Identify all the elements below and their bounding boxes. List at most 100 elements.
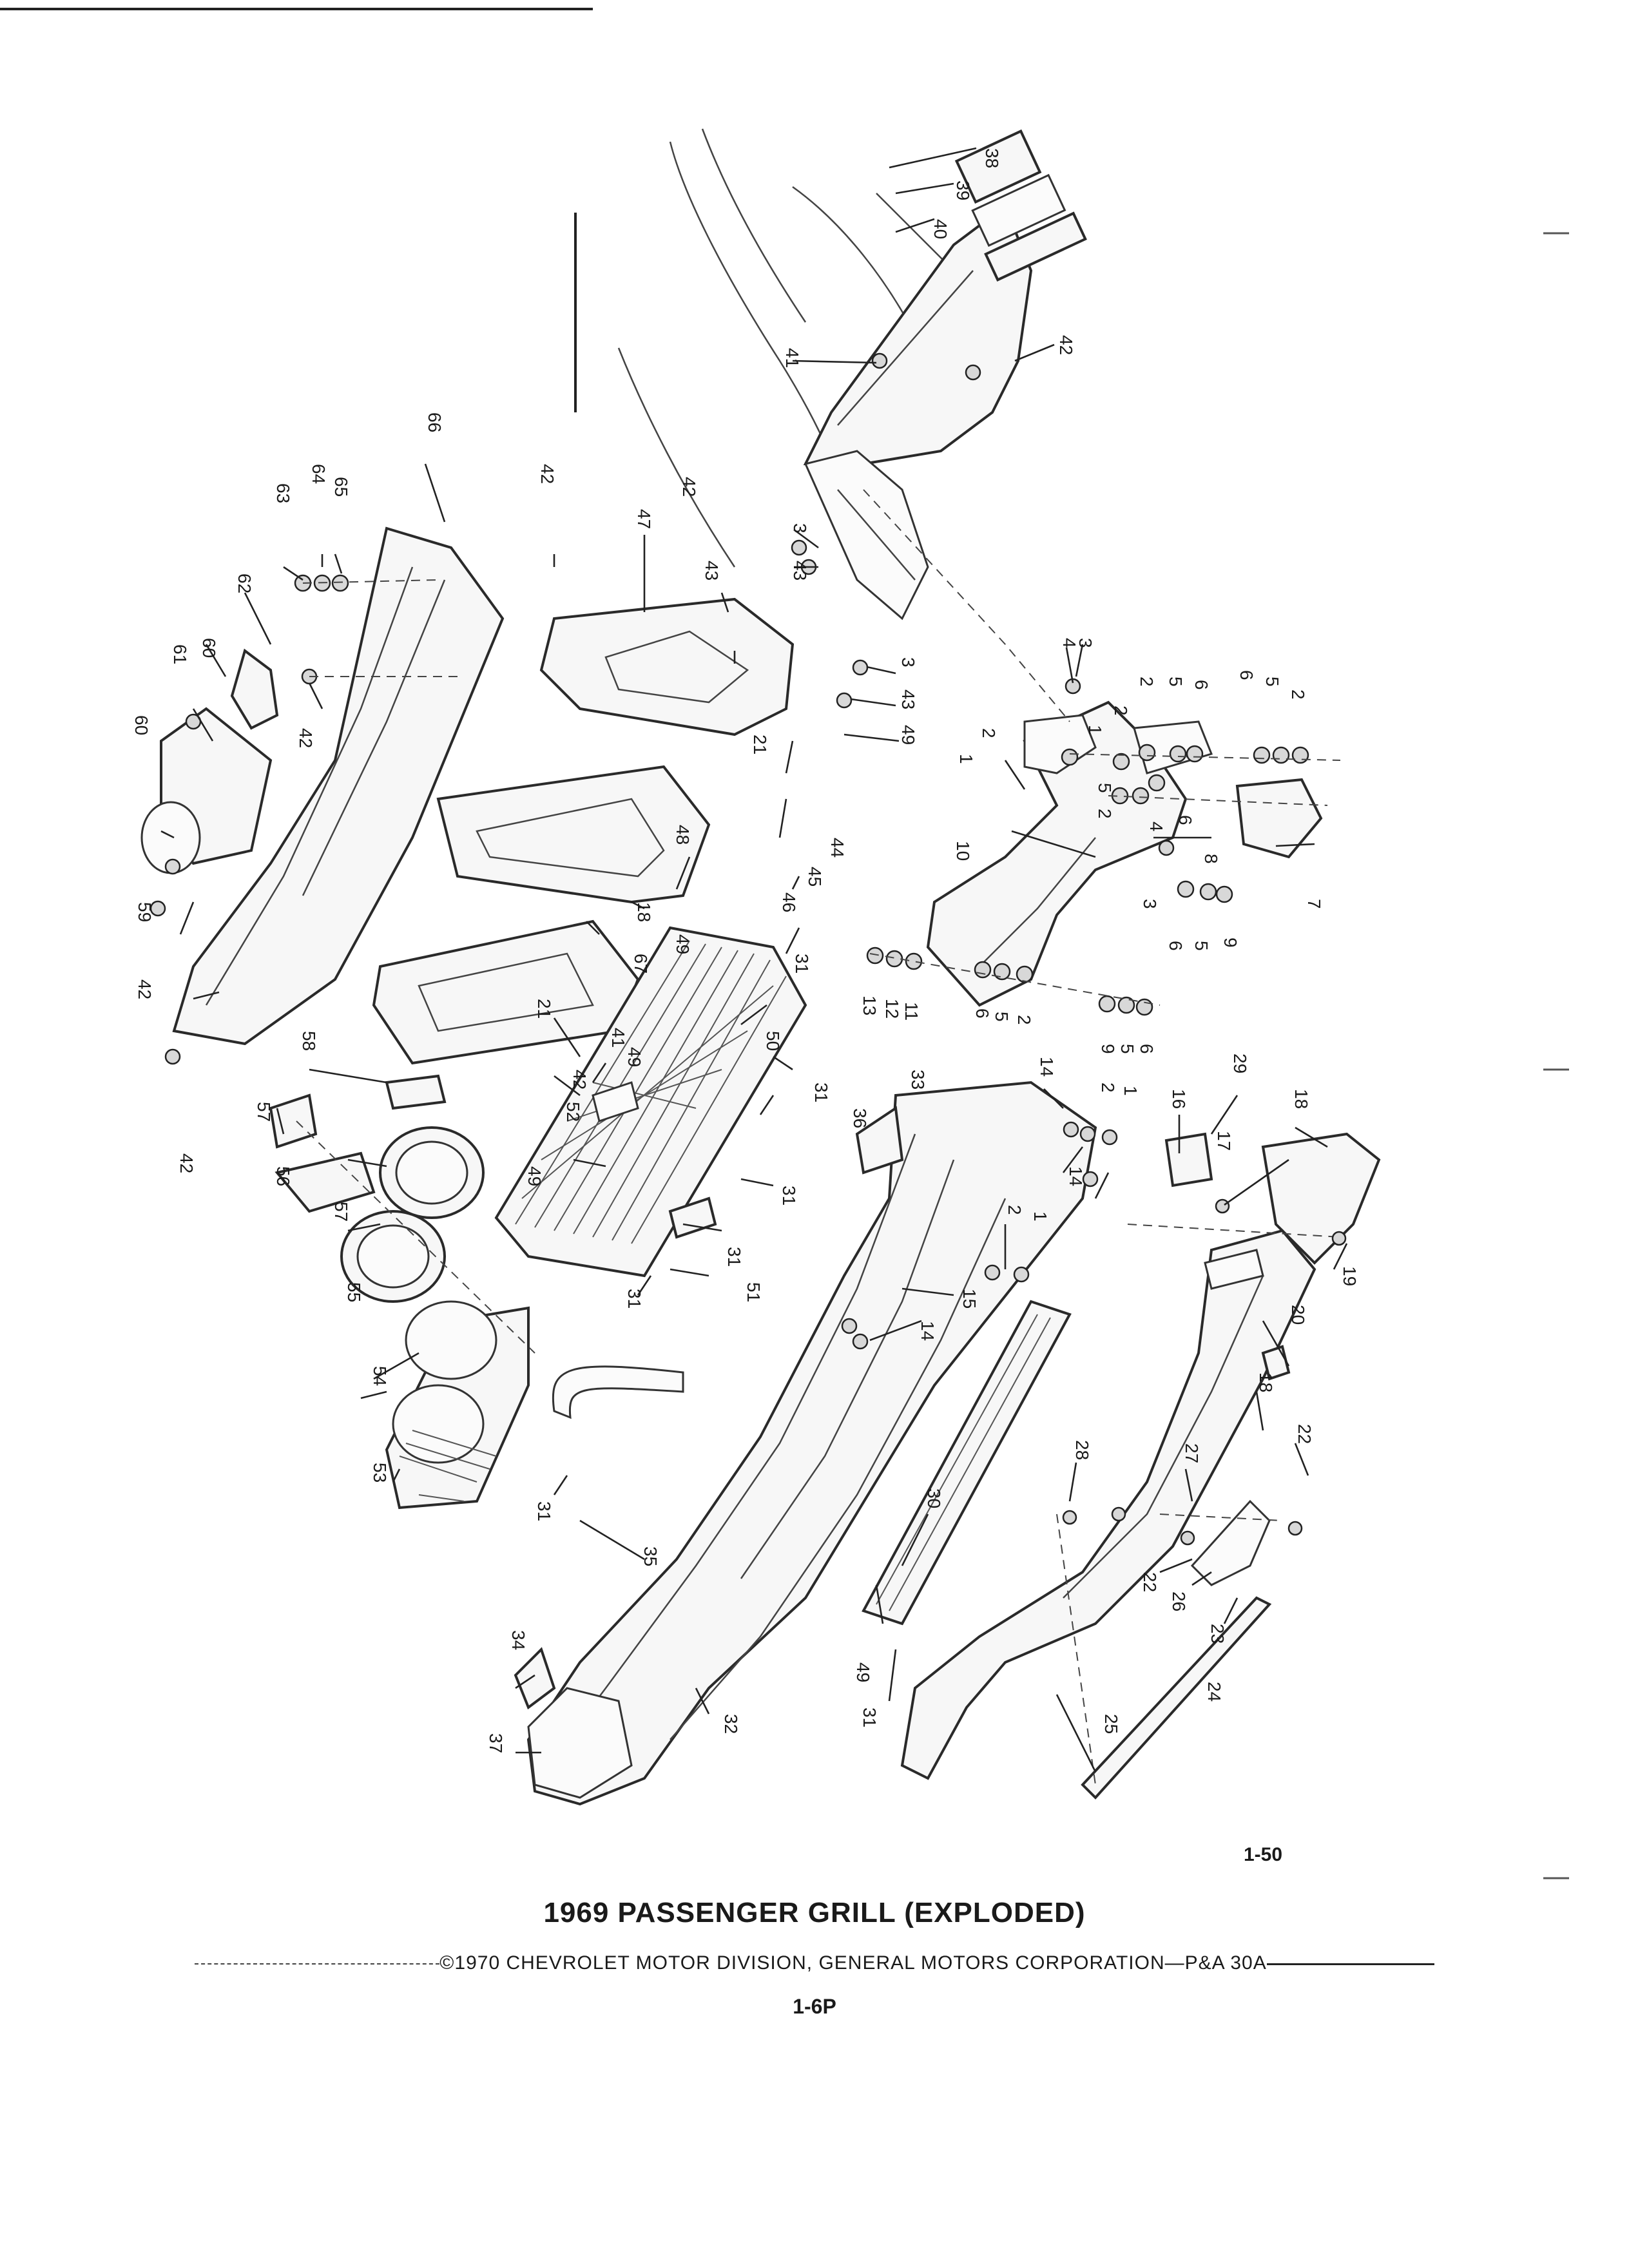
callout-label: 41 bbox=[608, 1028, 628, 1048]
callout-label: 32 bbox=[721, 1714, 741, 1734]
callout-label: 22 bbox=[1295, 1424, 1315, 1444]
callout-label: 42 bbox=[537, 464, 557, 484]
callout-label: 2 bbox=[979, 728, 999, 738]
callout-label: 5 bbox=[1262, 677, 1282, 687]
callout-label: 57 bbox=[331, 1202, 351, 1222]
callout-label: 35 bbox=[641, 1546, 660, 1566]
callout-label: 6 bbox=[1191, 680, 1211, 690]
callout-label: 19 bbox=[1340, 1266, 1360, 1286]
callout-label: 66 bbox=[425, 412, 445, 432]
callout-label: 6 bbox=[1237, 670, 1257, 680]
left-rule bbox=[195, 1963, 440, 1965]
callout-label: 29 bbox=[1230, 1053, 1250, 1073]
callout-label: 60 bbox=[199, 638, 219, 658]
callout-label: 6 bbox=[1175, 815, 1195, 825]
page-number: 1-6P bbox=[793, 1995, 836, 2018]
callout-label: 65 bbox=[331, 477, 351, 497]
callout-label: 36 bbox=[850, 1108, 870, 1128]
callout-label: 16 bbox=[1169, 1089, 1189, 1109]
callout-label: 17 bbox=[1214, 1131, 1234, 1151]
callout-label: 6 bbox=[972, 1008, 992, 1019]
callout-label: 44 bbox=[827, 838, 847, 858]
callout-label: 42 bbox=[296, 728, 316, 748]
page-title: 1969 PASSENGER GRILL (EXPLODED) bbox=[543, 1897, 1086, 1928]
callout-label: 46 bbox=[779, 892, 799, 912]
horn-and-bracket-parts bbox=[140, 574, 464, 1065]
callout-label: 1 bbox=[1085, 725, 1105, 735]
callout-label: 41 bbox=[782, 348, 802, 368]
callout-label: 4 bbox=[1059, 638, 1079, 648]
callout-label: 3 bbox=[1075, 638, 1095, 648]
callout-label: 53 bbox=[370, 1463, 390, 1483]
callout-label: 28 bbox=[1072, 1440, 1092, 1460]
callout-label: 7 bbox=[1304, 899, 1324, 909]
callout-label: 31 bbox=[811, 1082, 831, 1102]
callout-label: 21 bbox=[534, 999, 554, 1019]
callout-label: 1 bbox=[1121, 1086, 1141, 1096]
callout-label: 51 bbox=[744, 1282, 764, 1302]
callout-label: 3 bbox=[1140, 899, 1160, 909]
callout-label: 57 bbox=[254, 1102, 274, 1122]
callout-label: 56 bbox=[273, 1166, 293, 1186]
callout-label: 2 bbox=[1095, 809, 1115, 819]
callout-label: 48 bbox=[673, 825, 693, 845]
callout-label: 61 bbox=[170, 644, 190, 664]
callout-label: 37 bbox=[486, 1733, 506, 1753]
lower-molding bbox=[862, 1300, 1072, 1626]
callout-label: 31 bbox=[860, 1707, 880, 1727]
copyright-text: ©1970 CHEVROLET MOTOR DIVISION, GENERAL … bbox=[439, 1952, 1267, 1974]
callout-label: 10 bbox=[953, 841, 973, 861]
callout-label: 3 bbox=[898, 657, 918, 668]
callout-label: 2 bbox=[1005, 1205, 1025, 1215]
callout-label: 42 bbox=[1056, 335, 1076, 355]
callout-label: 23 bbox=[1208, 1624, 1228, 1644]
callout-label: 15 bbox=[959, 1289, 979, 1309]
callout-label: 47 bbox=[634, 509, 654, 529]
figure-number: 1-50 bbox=[1244, 1844, 1283, 1865]
callout-label: 14 bbox=[918, 1321, 938, 1341]
callout-label: 42 bbox=[679, 477, 699, 497]
callout-label: 67 bbox=[631, 954, 651, 974]
front-panel-assembly bbox=[514, 1081, 1097, 1806]
main-grille bbox=[494, 926, 807, 1278]
callout-label: 4 bbox=[1146, 822, 1166, 832]
callout-label: 2 bbox=[1137, 677, 1157, 687]
callout-label: 63 bbox=[273, 483, 293, 503]
callout-label: 2 bbox=[1111, 706, 1131, 716]
callout-label: 3 bbox=[790, 523, 810, 533]
callout-label: 49 bbox=[624, 1047, 644, 1067]
callout-label: 13 bbox=[860, 995, 880, 1015]
callout-label: 55 bbox=[344, 1282, 364, 1302]
callout-label: 9 bbox=[1098, 1044, 1118, 1054]
callout-label: 5 bbox=[1095, 783, 1115, 793]
callout-label: 22 bbox=[1140, 1572, 1160, 1592]
callout-labels: 38 39 40 41 42 3 43 3 43 49 4 3 1 2 1 2 … bbox=[131, 148, 1360, 1753]
callout-label: 2 bbox=[1014, 1015, 1034, 1025]
callout-label: 5 bbox=[1191, 941, 1211, 951]
headlamp-extension-upper bbox=[803, 129, 1087, 620]
callout-label: 31 bbox=[534, 1501, 554, 1521]
callout-label: 52 bbox=[563, 1102, 583, 1122]
callout-label: 59 bbox=[135, 902, 155, 922]
callout-label: 6 bbox=[1137, 1044, 1157, 1054]
callout-label: 27 bbox=[1182, 1443, 1202, 1463]
callout-label: 5 bbox=[992, 1012, 1012, 1022]
callout-label: 43 bbox=[790, 561, 810, 581]
callout-label: 25 bbox=[1101, 1714, 1121, 1734]
callout-label: 60 bbox=[131, 715, 151, 735]
headlamp-assembly bbox=[269, 1074, 535, 1510]
support-rod bbox=[552, 1365, 684, 1419]
callout-label: 5 bbox=[1117, 1044, 1137, 1054]
callout-label: 30 bbox=[924, 1488, 944, 1508]
callout-label: 45 bbox=[805, 867, 825, 887]
callout-label: 42 bbox=[570, 1070, 590, 1090]
callout-label: 49 bbox=[673, 934, 693, 954]
callout-label: 18 bbox=[1256, 1372, 1276, 1392]
callout-label: 20 bbox=[1288, 1305, 1308, 1325]
callout-label: 5 bbox=[1166, 677, 1186, 687]
callout-label: 49 bbox=[853, 1662, 873, 1682]
callout-label: 14 bbox=[1066, 1166, 1086, 1186]
callout-label: 18 bbox=[634, 902, 654, 922]
callout-label: 62 bbox=[235, 573, 255, 593]
